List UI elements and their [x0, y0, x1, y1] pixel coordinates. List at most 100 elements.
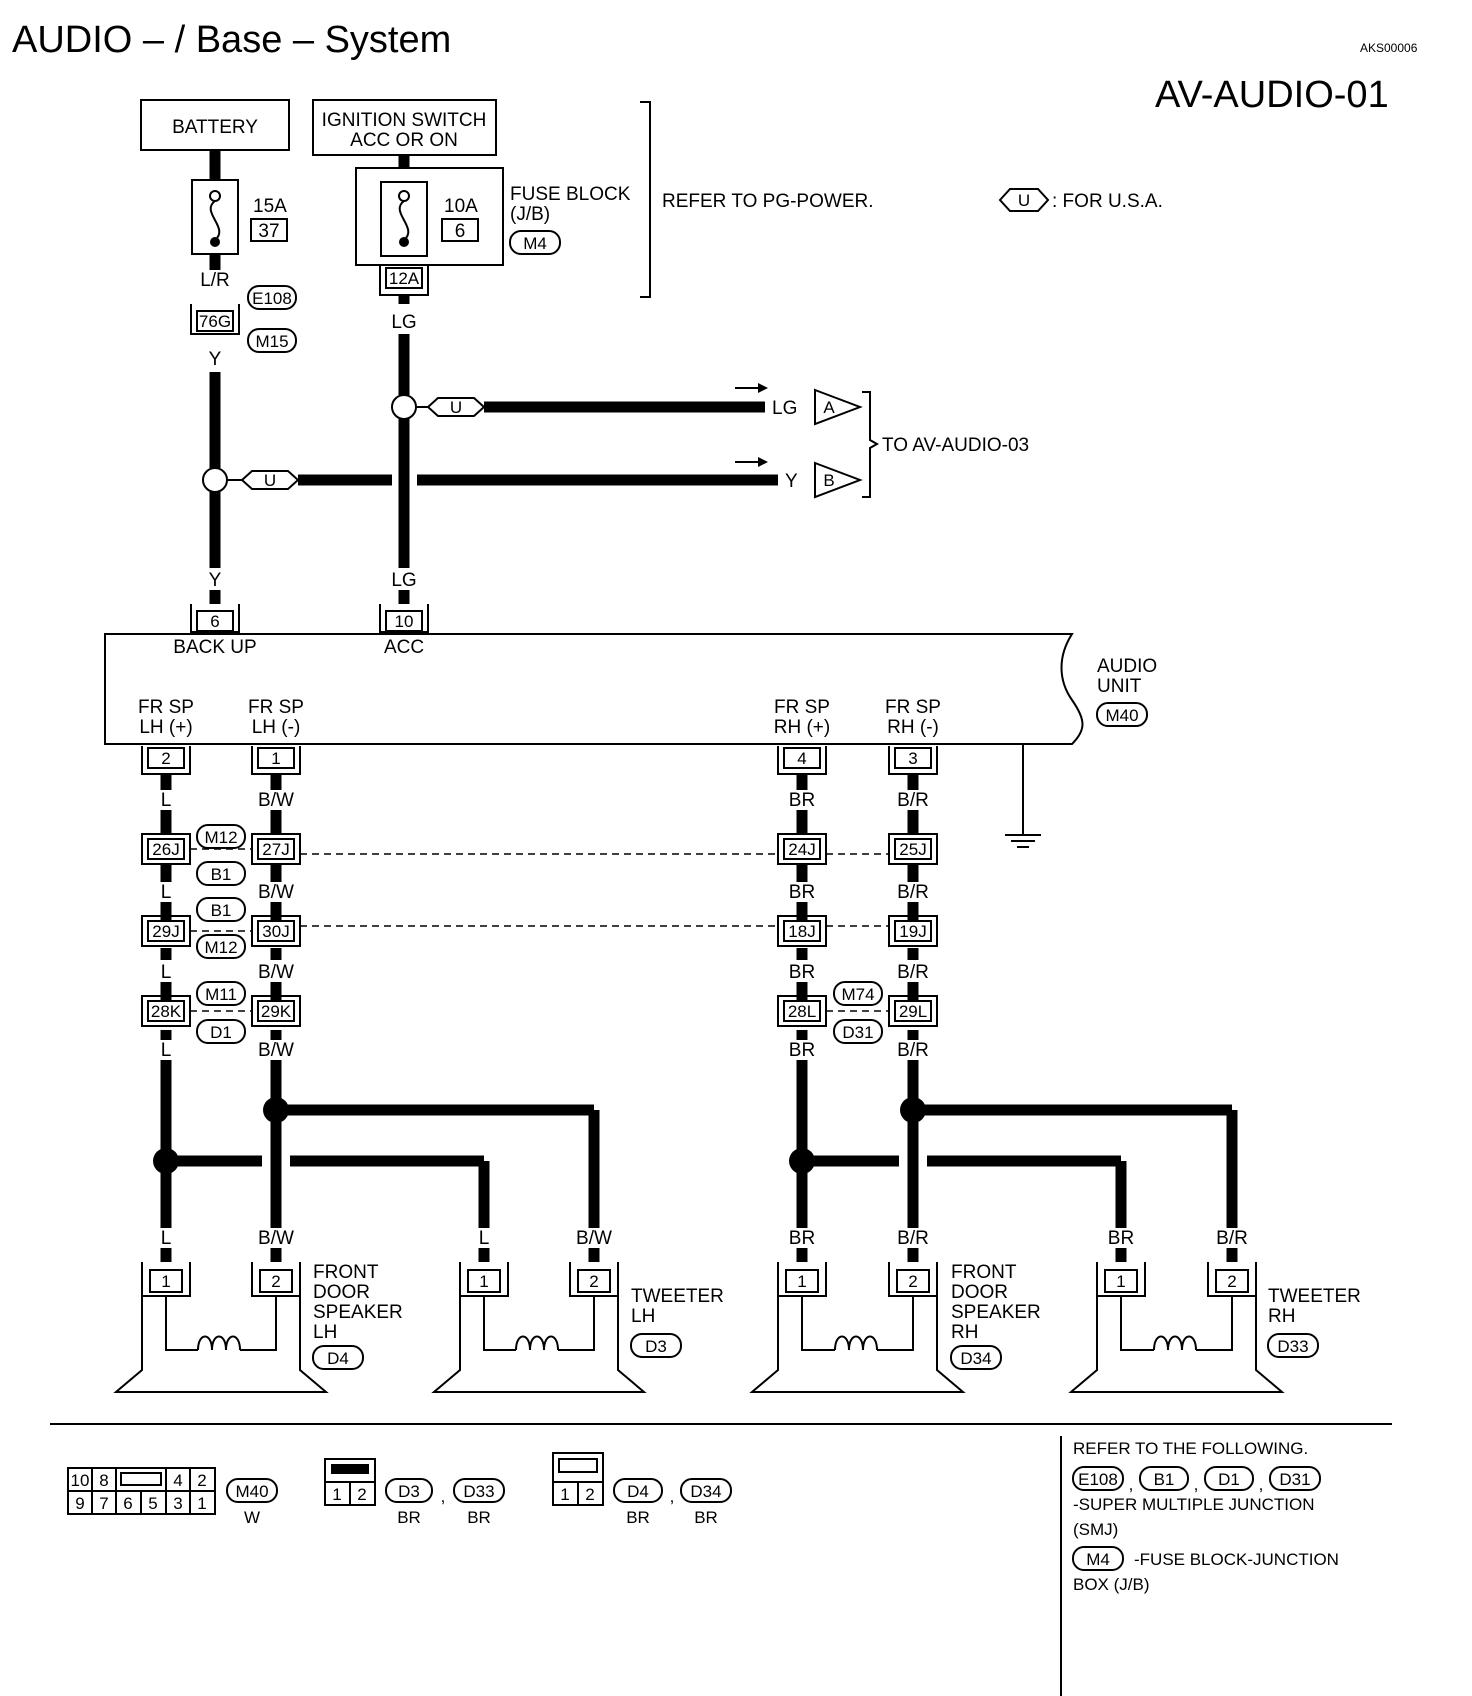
label-speakers-tw_rh_l2: RH: [1268, 1306, 1295, 1327]
label-junctions-w_l: L: [161, 882, 172, 903]
label-legend-br: BR: [626, 1508, 650, 1527]
refer-pg-power: REFER TO PG-POWER.: [662, 191, 874, 212]
junction-row-3: 28K 29K 28L 29L M11 D1 M74 D31: [141, 981, 938, 1044]
lh-minus-l1: FR SP: [248, 697, 304, 718]
label-speakers-fd_lh_l4: LH: [313, 1322, 337, 1343]
label-speakers-tw_lh_l1: TWEETER: [631, 1286, 724, 1307]
ignition-label-2: ACC OR ON: [350, 130, 458, 151]
label-junctions-w_l: L: [161, 1040, 172, 1061]
label-junctions-w_l: L: [479, 1228, 490, 1249]
rh-plus-l1: FR SP: [774, 697, 830, 718]
label-junctions-c_b1b: B1: [211, 901, 232, 920]
junction-row-2: 29J 30J 18J 19J B1 M12: [141, 897, 938, 959]
lh-minus-l2: LH (-): [252, 717, 301, 738]
label-legend-d33: D33: [463, 1482, 494, 1501]
label-legend-d34: D34: [690, 1482, 721, 1501]
page-title: AUDIO – / Base – System: [12, 19, 451, 61]
label-legend-comma: ,: [670, 1487, 675, 1506]
label-junctions-c_m12b: M12: [204, 938, 237, 957]
label-junctions-w_bre: B/R: [897, 790, 929, 811]
pin-backup: 6: [210, 612, 219, 631]
label-junctions-w_l: L: [161, 1228, 172, 1249]
label-legend-smj_conns-2: D1: [1218, 1470, 1240, 1489]
label-speakers-p1: 1: [1116, 1272, 1125, 1291]
label-junctions-w_bre: B/R: [897, 962, 929, 983]
out-a: A: [823, 398, 835, 417]
label-legend-m40_color: W: [244, 1508, 260, 1527]
rh-plus-l2: RH (+): [774, 717, 830, 738]
fuse-block: 10A 6 FUSE BLOCK (J/B) M4 12A: [355, 167, 631, 296]
label-legend-smj_l1: -SUPER MULTIPLE JUNCTION: [1073, 1495, 1315, 1514]
battery-label: BATTERY: [172, 117, 258, 138]
label-legend-m40_pins_bottom-4: 3: [173, 1494, 182, 1513]
label-junctions-w_br: BR: [789, 882, 815, 903]
label-junctions-t27j: 27J: [262, 840, 289, 859]
label-legend-comma: ,: [441, 1487, 446, 1506]
audio-unit-label-1: AUDIO: [1097, 656, 1157, 677]
label-junctions-w_br: BR: [1108, 1228, 1134, 1249]
pin-rh-minus: 3: [908, 749, 917, 768]
ignition-label-1: IGNITION SWITCH: [322, 110, 487, 131]
label-speakers-tw_rh_l1: TWEETER: [1268, 1286, 1361, 1307]
label-junctions-t29l: 29L: [899, 1002, 927, 1021]
label-speakers-p2: 2: [908, 1272, 917, 1291]
wire-label-lr: L/R: [200, 270, 230, 291]
audio-unit-box: 6 10 BACK UP ACC FR SP LH (+) FR SP LH (…: [104, 604, 1157, 775]
label-legend-d3: D3: [398, 1482, 420, 1501]
label-junctions-t28l: 28L: [788, 1002, 816, 1021]
term-76g: 76G: [199, 312, 231, 331]
label-junctions-w_bw: B/W: [258, 962, 294, 983]
label-legend-m40_pins_top-0: 10: [71, 1471, 90, 1490]
battery-box: BATTERY: [140, 99, 290, 151]
label-legend-m40_pins_bottom-0: 9: [75, 1494, 84, 1513]
usa-text: : FOR U.S.A.: [1052, 191, 1163, 212]
label-speakers-tw_lh_conn: D3: [645, 1337, 667, 1356]
label-legend-m40: M40: [235, 1482, 268, 1501]
label-legend-br: BR: [694, 1508, 718, 1527]
label-speakers-p2: 2: [1227, 1272, 1236, 1291]
wire-label-lg1: LG: [391, 312, 416, 333]
label-legend-comma: ,: [1259, 1475, 1264, 1494]
label-legend-m40_pins_bottom-2: 6: [123, 1494, 132, 1513]
label-junctions-c_m74: M74: [841, 985, 874, 1004]
label-speakers-p1: 1: [161, 1272, 170, 1291]
label-speakers-fd_rh_l3: SPEAKER: [951, 1302, 1041, 1323]
label-legend-comma: ,: [1129, 1475, 1134, 1494]
label-legend-jb_conn: M4: [1086, 1550, 1110, 1569]
label-acc: ACC: [384, 637, 424, 658]
label-junctions-t24j: 24J: [788, 840, 815, 859]
label-junctions-t19j: 19J: [899, 922, 926, 941]
label-legend-refer_title: REFER TO THE FOLLOWING.: [1073, 1439, 1308, 1458]
fuse-37-amp: 15A: [253, 196, 287, 217]
label-speakers-fd_rh_conn: D34: [960, 1349, 991, 1368]
rh-minus-l1: FR SP: [885, 697, 941, 718]
label-legend-jb_l2: BOX (J/B): [1073, 1575, 1150, 1594]
label-junctions-w_br: BR: [789, 1228, 815, 1249]
label-junctions-t28k: 28K: [151, 1002, 182, 1021]
diagram-id: AV-AUDIO-01: [1155, 74, 1389, 116]
connector-m40-face: 10 8 4 2 9 7 6 5 3 1 M40 W: [67, 1467, 278, 1527]
label-speakers-p2: 2: [271, 1272, 280, 1291]
out-y-label: Y: [785, 471, 798, 492]
label-speakers-fd_lh_l2: DOOR: [313, 1282, 370, 1303]
tweeter-rh: 1 2 TWEETER RH D33: [1068, 1262, 1361, 1393]
fuse-block-label-2: (J/B): [510, 204, 550, 225]
label-speakers-fd_lh_conn: D4: [327, 1349, 349, 1368]
label-junctions-w_bw: B/W: [258, 882, 294, 903]
u-badge-2: U: [264, 471, 276, 490]
fuse-block-label-1: FUSE BLOCK: [510, 184, 631, 205]
reference-legend: REFER TO THE FOLLOWING. E108 , B1 , D1 ,…: [1072, 1439, 1339, 1594]
audio-unit-conn: M40: [1105, 706, 1138, 725]
connector-d4-d34-face: 1 2 D4 BR , D34 BR: [552, 1452, 732, 1527]
label-speakers-tw_lh_l2: LH: [631, 1306, 655, 1327]
label-junctions-c_m11: M11: [205, 985, 237, 1004]
label-junctions-w_l: L: [161, 790, 172, 811]
label-speakers-fd_rh_l2: DOOR: [951, 1282, 1008, 1303]
label-speakers-p1: 1: [479, 1272, 488, 1291]
label-speakers-p2: 2: [589, 1272, 598, 1291]
fuse-block-conn: M4: [523, 234, 547, 253]
label-legend-p2: 2: [585, 1485, 594, 1504]
wire-color-labels: L B/W BR B/R L B/W BR B/R L B/W BR B/R L…: [161, 790, 1248, 1249]
label-junctions-c_d1: D1: [210, 1023, 232, 1042]
